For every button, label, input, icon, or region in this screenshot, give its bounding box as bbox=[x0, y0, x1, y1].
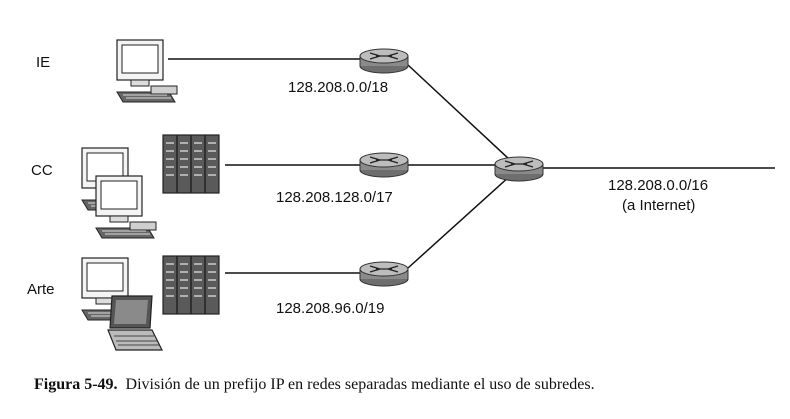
network-name-arte: Arte bbox=[27, 281, 55, 298]
network-name-cc: CC bbox=[31, 162, 53, 179]
prefix-uplink: 128.208.0.0/16 bbox=[608, 177, 709, 194]
caption-label: Figura 5-49. bbox=[34, 376, 118, 393]
link-arte-core bbox=[407, 175, 511, 269]
network-name-ie: IE bbox=[36, 54, 51, 71]
router-core-icon bbox=[494, 156, 544, 182]
figure-caption: Figura 5-49. División de un prefijo IP e… bbox=[34, 376, 595, 394]
router-cc-icon bbox=[359, 152, 409, 178]
uplink-note: (a Internet) bbox=[622, 197, 696, 214]
laptop-arte-icon bbox=[107, 295, 163, 351]
caption-text: División de un prefijo IP en redes separ… bbox=[125, 376, 595, 393]
server-arte-icon bbox=[162, 255, 220, 315]
prefix-cc: 128.208.128.0/17 bbox=[276, 189, 393, 206]
router-arte-icon bbox=[359, 261, 409, 287]
prefix-ie: 128.208.0.0/18 bbox=[288, 79, 389, 96]
pc-cc-2-icon bbox=[95, 175, 157, 239]
router-ie-icon bbox=[359, 48, 409, 74]
link-ie-core bbox=[407, 64, 511, 161]
pc-ie-icon bbox=[116, 39, 178, 103]
links bbox=[168, 58, 775, 274]
prefix-arte: 128.208.96.0/19 bbox=[276, 300, 385, 317]
server-cc-icon bbox=[162, 134, 220, 194]
